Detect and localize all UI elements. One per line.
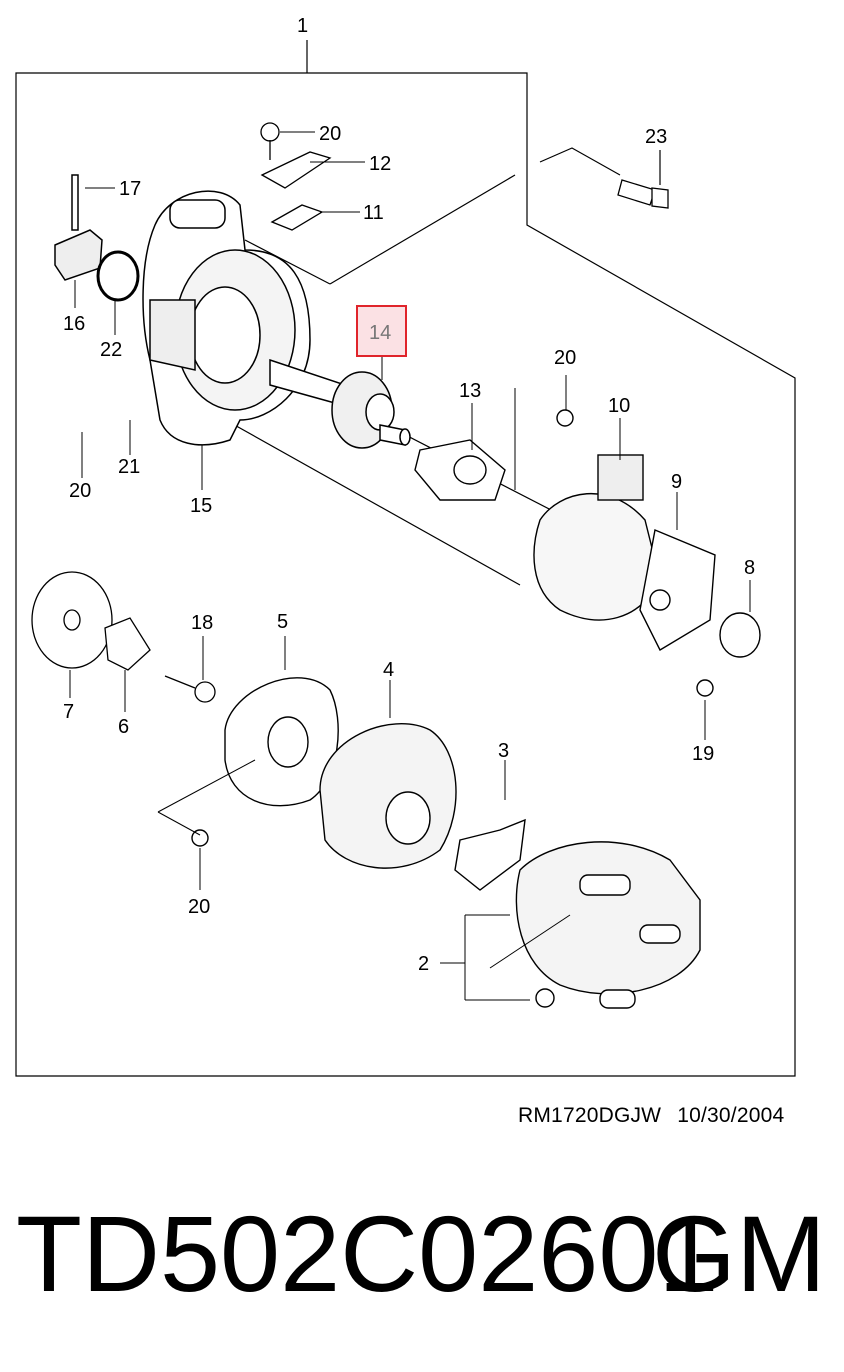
callout-4: 4 [383, 659, 394, 681]
coupling-part [54, 229, 103, 281]
drawing-reference: RM1720DGJW 10/30/2004 [518, 1104, 794, 1128]
callout-17: 17 [119, 178, 141, 200]
callout-20-top: 20 [319, 123, 341, 145]
screw-lower-left [191, 829, 209, 847]
screw-18 [194, 681, 216, 703]
seal-plate [270, 204, 324, 231]
callout-10: 10 [608, 395, 630, 417]
callout-14: 14 [369, 322, 391, 344]
callout-8: 8 [744, 557, 755, 579]
callout-5: 5 [277, 611, 288, 633]
callout-15: 15 [190, 495, 212, 517]
callout-18: 18 [191, 612, 213, 634]
callout-3: 3 [498, 740, 509, 762]
distributor-housing [142, 190, 311, 446]
screw-top [260, 122, 280, 142]
callout-2: 2 [418, 953, 429, 975]
o-ring-part [96, 250, 140, 302]
screw-upper-right [556, 409, 574, 427]
distributor-body [319, 723, 457, 869]
brand-name: GM [652, 1193, 826, 1314]
reference-code: RM1720DGJW [518, 1104, 662, 1127]
callout-16: 16 [63, 313, 85, 335]
reference-date: 10/30/2004 [677, 1104, 785, 1127]
callout-20-bottom: 20 [188, 896, 210, 918]
gasket-plate [260, 151, 332, 189]
callout-7: 7 [63, 701, 74, 723]
spacer-part [104, 617, 151, 671]
part-number: TD502C02601 [16, 1193, 719, 1314]
callout-20-right: 20 [554, 347, 576, 369]
rotor-part [454, 818, 526, 891]
shaft-bearing [269, 358, 411, 449]
screw-cap [535, 988, 555, 1008]
callout-23: 23 [645, 126, 667, 148]
exploded-parts-diagram: 1 2 3 4 5 6 7 8 9 10 11 12 13 14 15 16 1… [15, 15, 796, 1077]
washer-part [719, 612, 761, 658]
callout-21: 21 [118, 456, 140, 478]
callout-22: 22 [100, 339, 122, 361]
screw-lower-right [696, 679, 714, 697]
callout-11: 11 [363, 202, 384, 224]
distributor-cap [515, 841, 701, 995]
pin-part [71, 174, 79, 231]
callout-19: 19 [692, 743, 714, 765]
cover-plate [639, 529, 716, 651]
callout-6: 6 [118, 716, 129, 738]
callout-13: 13 [459, 380, 481, 402]
callout-12: 12 [369, 153, 391, 175]
highlight-box-14 [356, 305, 407, 357]
igniter-module [533, 493, 661, 621]
bolt-part [617, 179, 656, 206]
assembly-frame [15, 72, 796, 1077]
callout-1: 1 [297, 15, 308, 37]
callout-9: 9 [671, 471, 682, 493]
callout-20-left: 20 [69, 480, 91, 502]
